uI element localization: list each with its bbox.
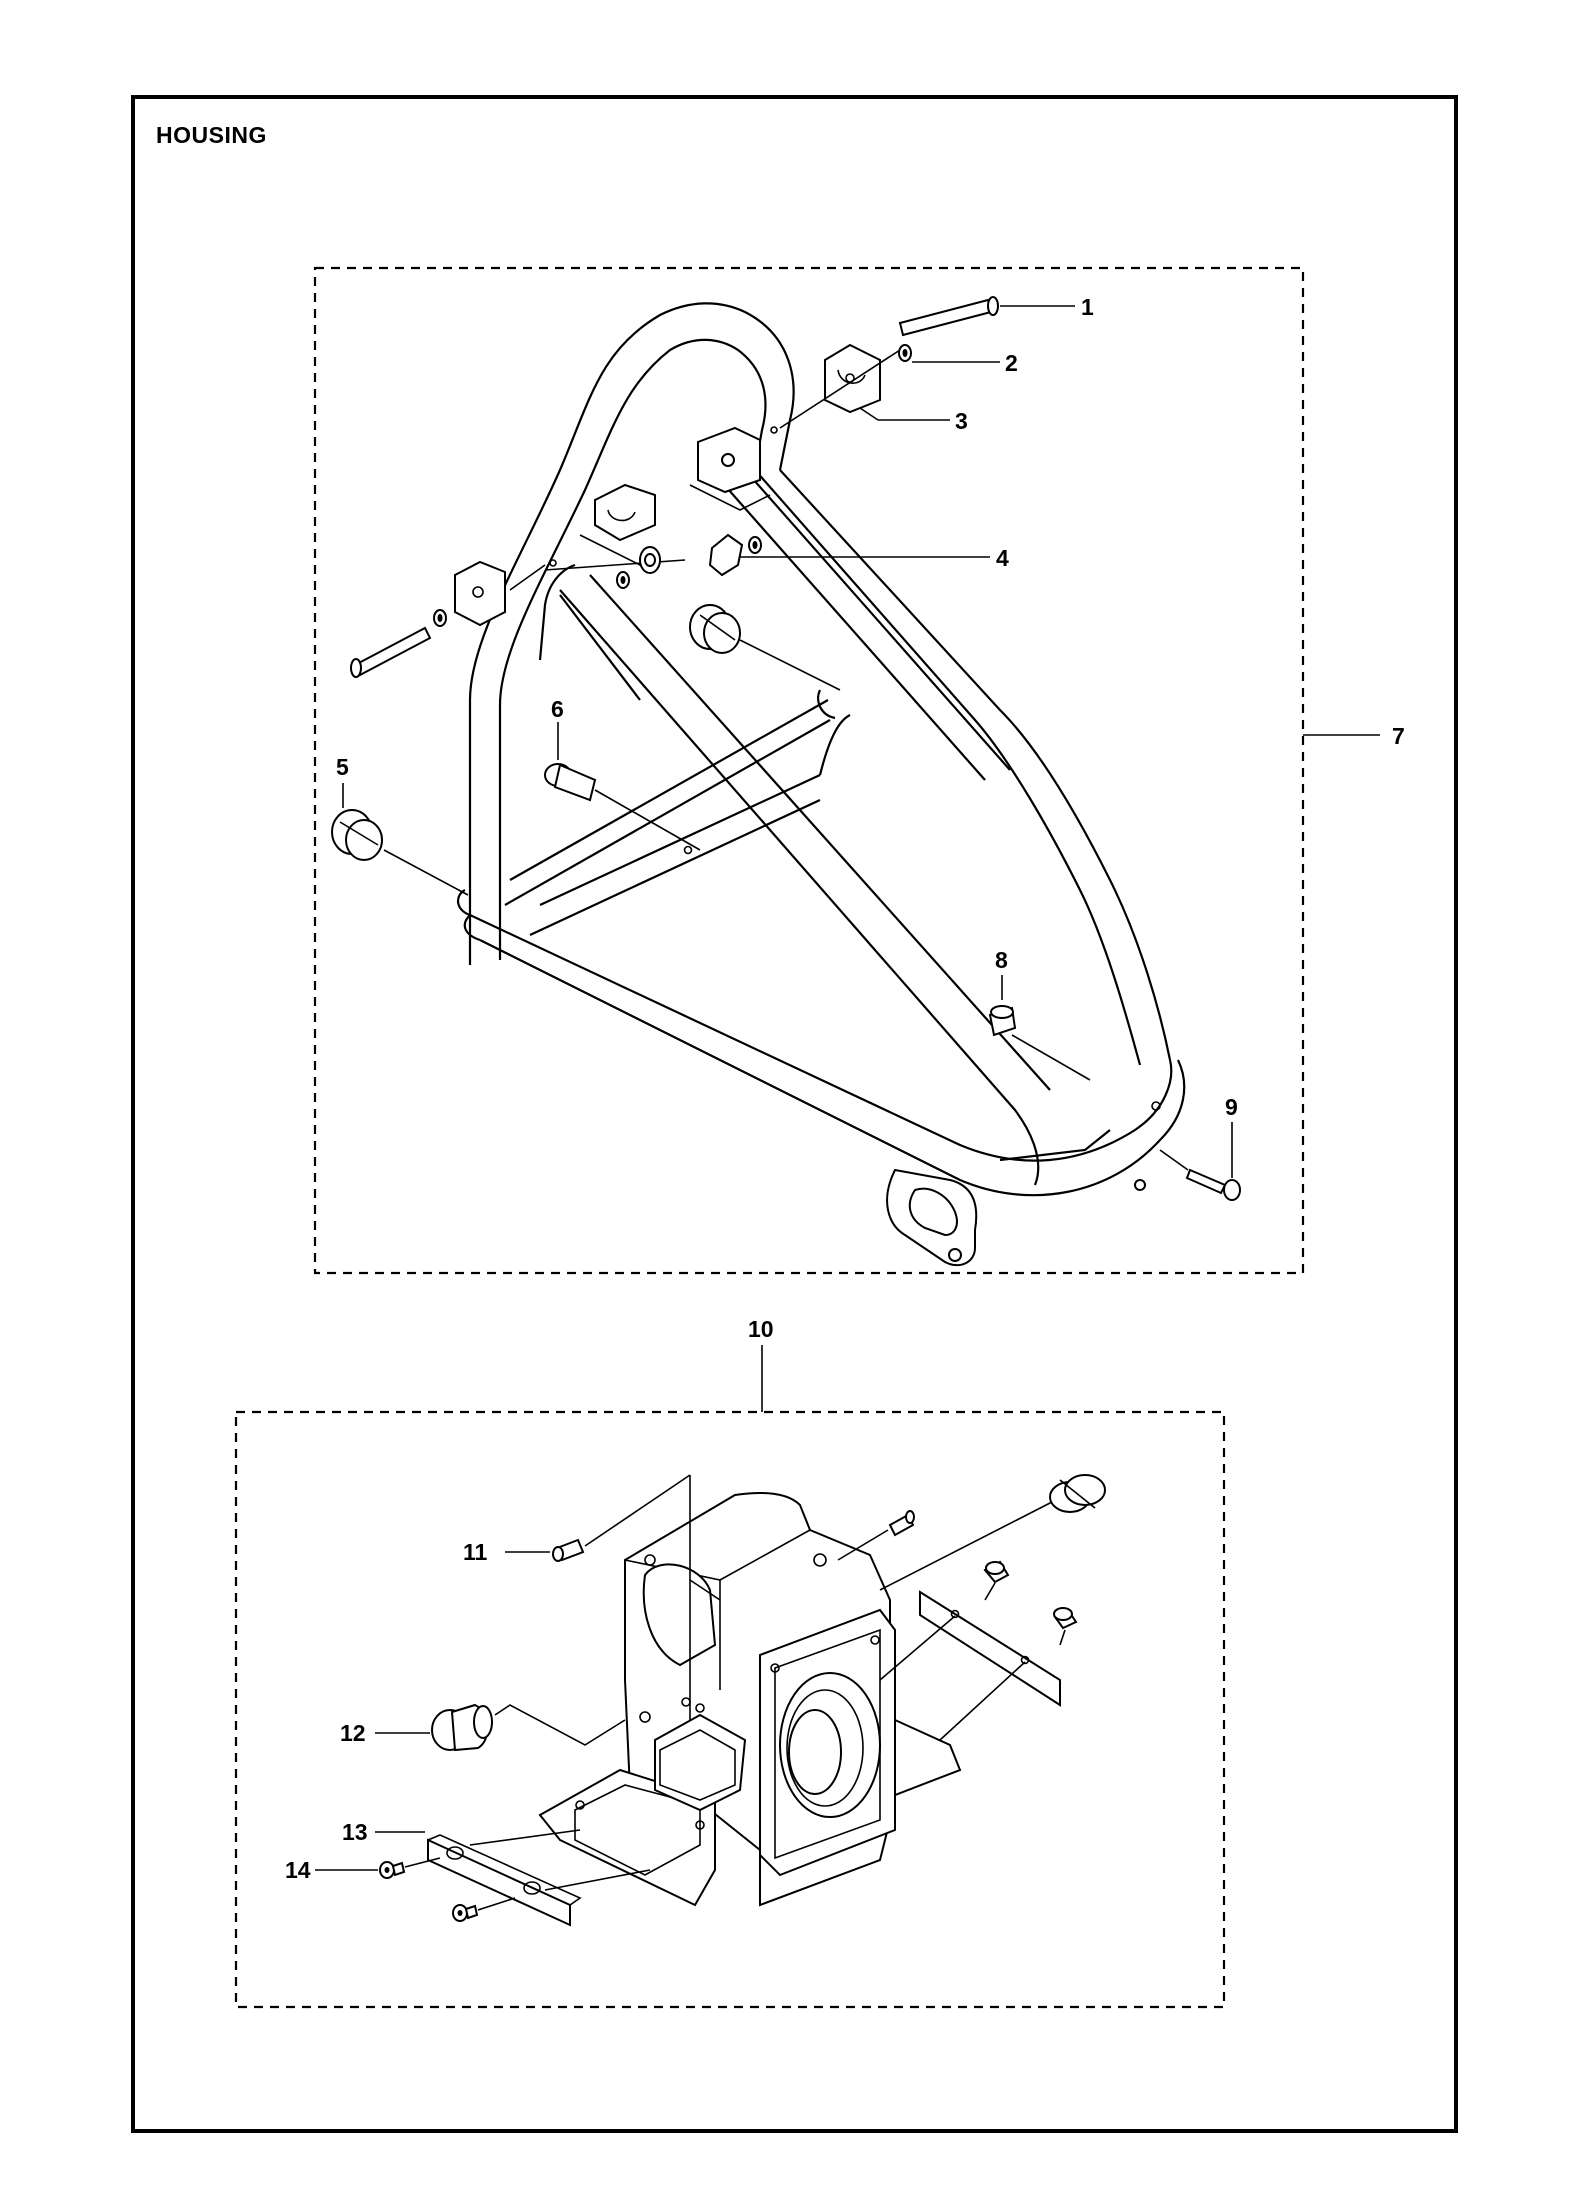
part-12-plug bbox=[375, 1703, 626, 1752]
part-8-spacer bbox=[988, 975, 1091, 1081]
callout-11: 11 bbox=[463, 1539, 488, 1565]
upper-rubber-bumper bbox=[689, 604, 841, 691]
part-9-screw bbox=[1159, 1122, 1241, 1201]
callout-1: 1 bbox=[1081, 294, 1094, 320]
part-1-bolt bbox=[898, 296, 1075, 337]
part-4-cap-nut bbox=[708, 533, 990, 577]
part-5-rubber-bumper bbox=[331, 783, 469, 896]
callout-4: 4 bbox=[996, 545, 1009, 571]
part-3-clamp bbox=[824, 343, 950, 421]
callout-3: 3 bbox=[955, 408, 968, 434]
left-clamp-block bbox=[579, 483, 661, 589]
frame-assembly-box bbox=[313, 266, 1305, 1275]
callout-5: 5 bbox=[336, 754, 349, 780]
callout-9: 9 bbox=[1225, 1094, 1238, 1120]
upper-grease-nipple bbox=[837, 1510, 915, 1561]
part-13-cover-plate bbox=[375, 1829, 651, 1927]
protective-frame bbox=[457, 302, 1186, 1267]
right-rubber-plug bbox=[879, 1474, 1106, 1591]
upper-clamp-block bbox=[689, 426, 771, 511]
page-border bbox=[131, 95, 1458, 2133]
callout-13: 13 bbox=[342, 1819, 368, 1845]
callout-8: 8 bbox=[995, 947, 1008, 973]
callout-6: 6 bbox=[551, 696, 564, 722]
right-cover-plate bbox=[879, 1560, 1078, 1741]
part-14-screws bbox=[315, 1857, 516, 1922]
part-6-screw bbox=[544, 722, 701, 851]
housing-assembly-box bbox=[234, 1410, 1226, 2009]
callout-2: 2 bbox=[1005, 350, 1018, 376]
left-side-clamp bbox=[350, 560, 546, 678]
part-2-washer bbox=[898, 344, 1000, 363]
callout-7: 7 bbox=[1392, 723, 1405, 749]
gear-housing bbox=[538, 1492, 962, 1907]
callout-14: 14 bbox=[285, 1857, 311, 1883]
callout-10: 10 bbox=[748, 1316, 774, 1342]
page-title: HOUSING bbox=[156, 122, 267, 148]
part-11-grease-nipple bbox=[505, 1474, 691, 1720]
callout-12: 12 bbox=[340, 1720, 366, 1746]
